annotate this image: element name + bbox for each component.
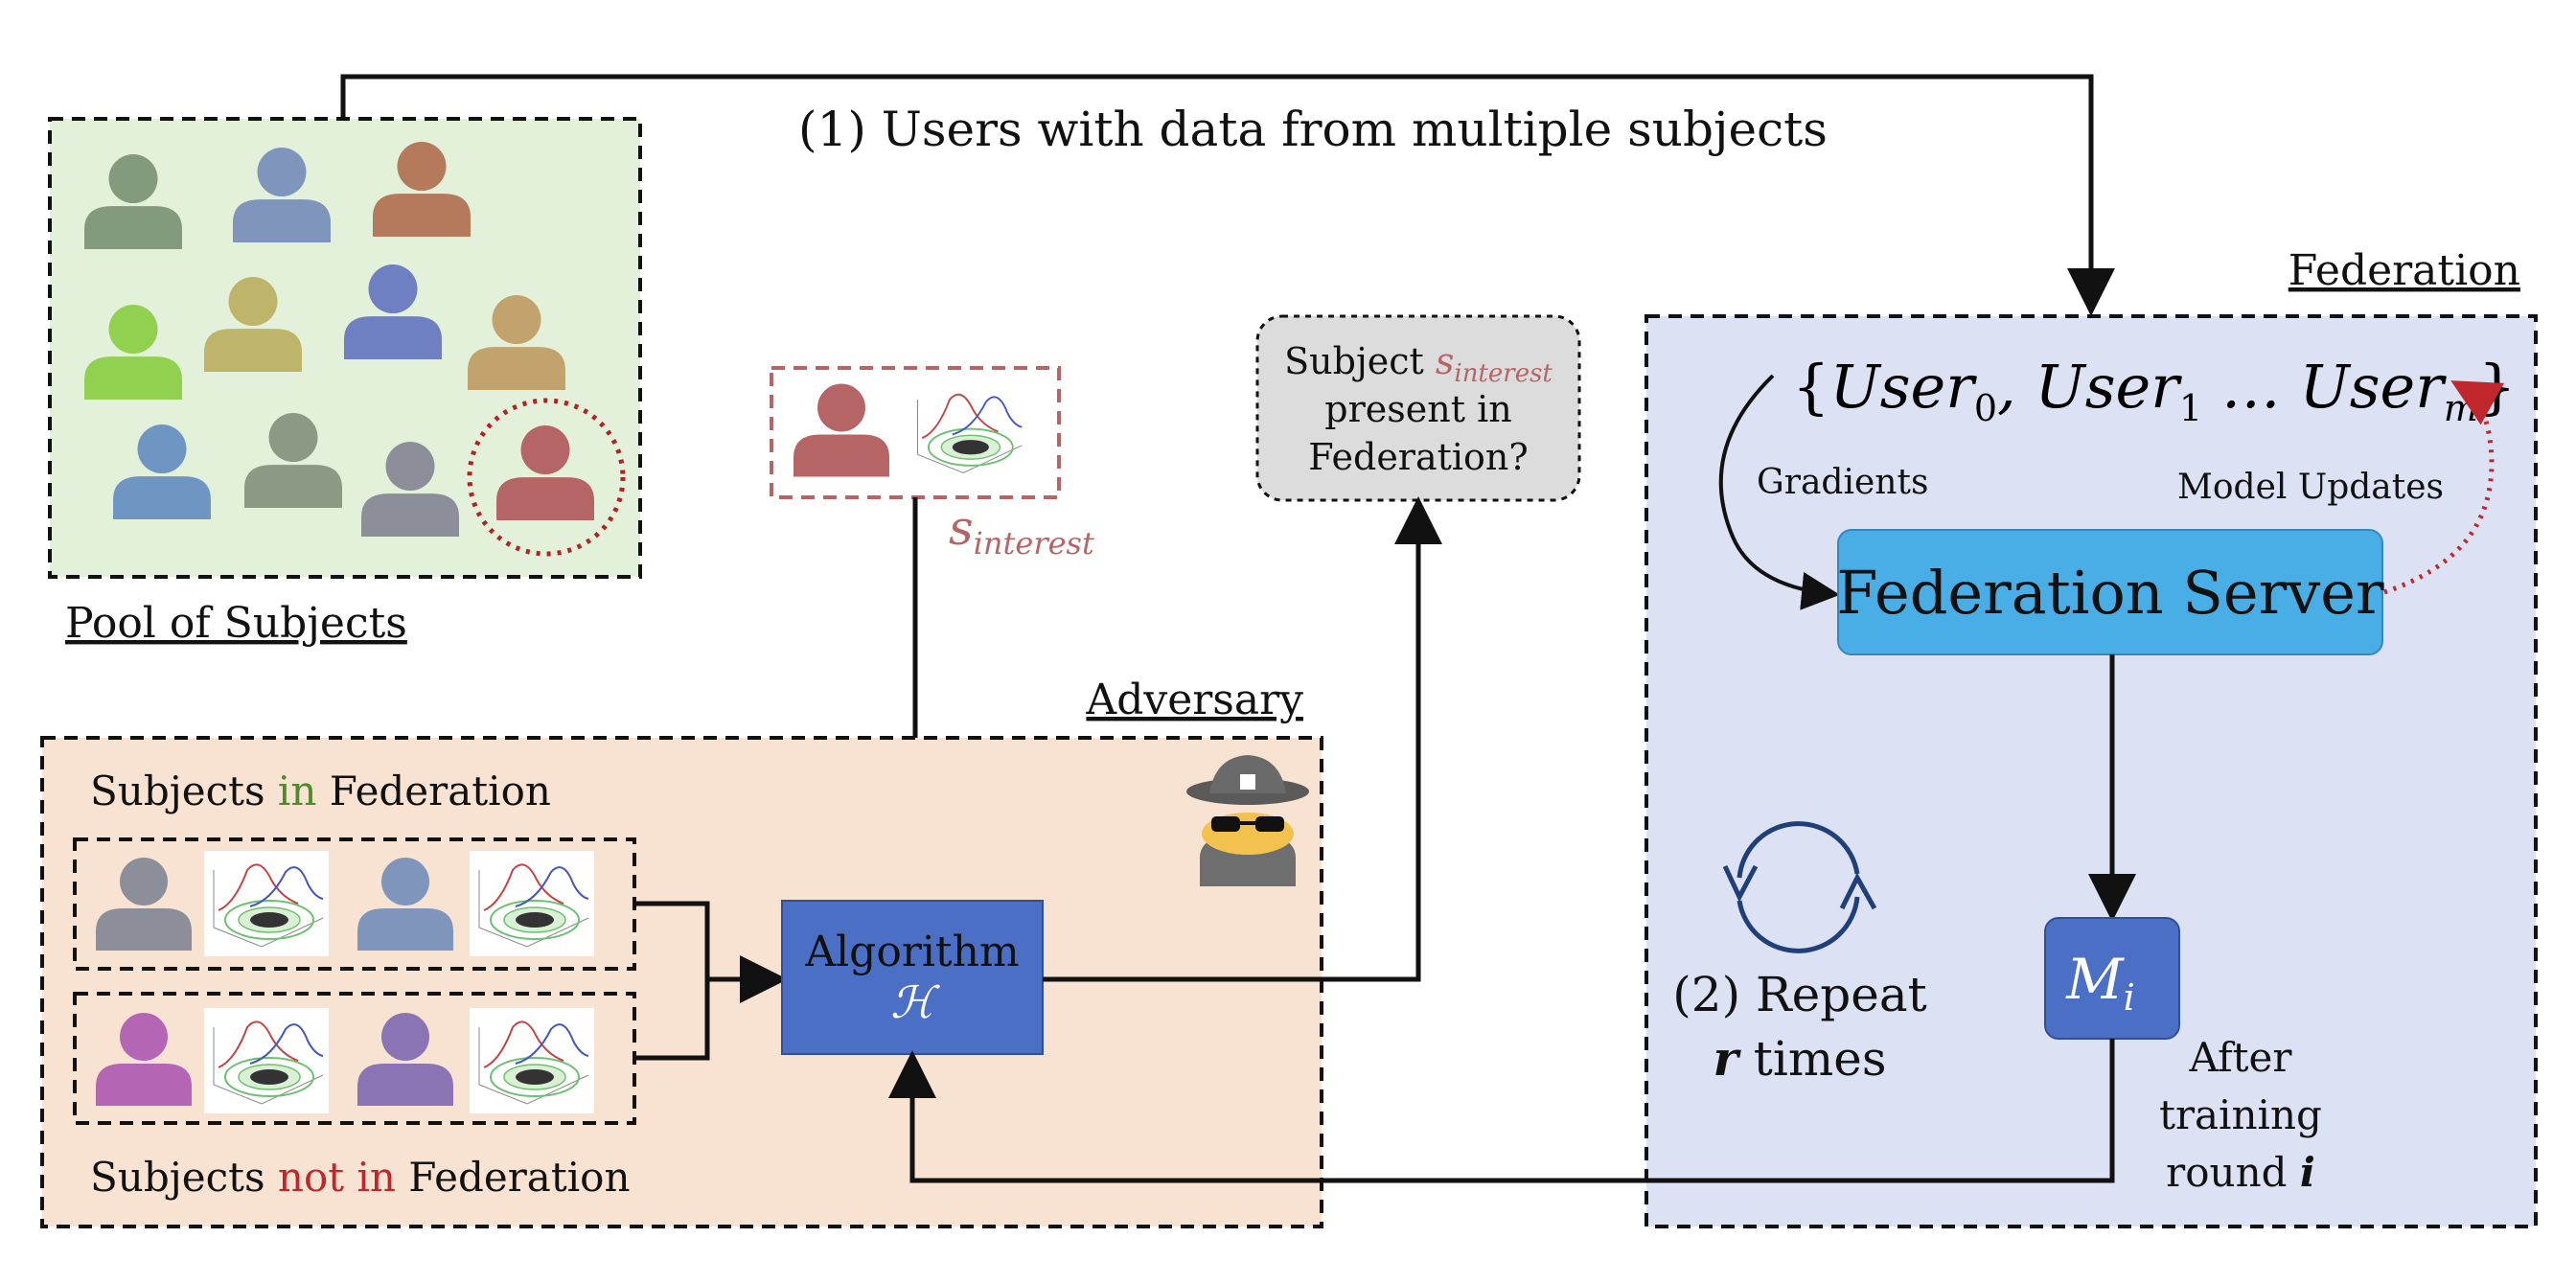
top-label: (1) Users with data from multiple subjec… (798, 102, 1828, 157)
gradients-label: Gradients (1757, 463, 1928, 502)
after-line2: training (2159, 1091, 2322, 1138)
interest-data-plot (907, 381, 1029, 482)
connector-in-to-algorithm (634, 901, 710, 979)
pool-caption: Pool of Subjects (65, 599, 407, 648)
federation-box (1644, 314, 2538, 1228)
question-line2: present in (1324, 388, 1511, 430)
adversary-spy-icon (1186, 755, 1309, 886)
adversary-title: Adversary (1085, 676, 1303, 724)
users-set: {User0, User1 … Userm} (1792, 352, 2516, 429)
model-updates-label: Model Updates (2177, 468, 2444, 507)
notin-subject-2-plot (470, 1008, 594, 1113)
interest-label: sinterest (949, 500, 1094, 562)
interest-highlight-circle (467, 398, 626, 557)
federation-server-label: Federation Server (1836, 558, 2384, 628)
algorithm-symbol: ℋ (890, 976, 940, 1028)
connector-pool-to-federation (340, 74, 2115, 316)
repeat-line1: (2) Repeat (1672, 967, 1926, 1022)
subjects-in-label: Subjects in Federation (90, 768, 551, 814)
algorithm-label: Algorithm (804, 928, 1019, 976)
in-subject-1-plot (204, 851, 329, 956)
after-line1: After (2189, 1034, 2293, 1081)
federation-title: Federation (2288, 246, 2520, 295)
connector-model-to-algorithm (888, 1039, 2115, 1183)
adversary-box (40, 736, 1323, 1228)
subjects-notin-label: Subjects not in Federation (90, 1154, 631, 1201)
in-subject-2-plot (470, 851, 594, 956)
after-line3: round i (2166, 1149, 2315, 1196)
gradients-arrow (1718, 374, 1840, 610)
algorithm-box (781, 900, 1044, 1055)
connector-notin-to-algorithm (634, 979, 710, 1061)
question-line3: Federation? (1308, 436, 1529, 478)
question-line1: Subject sinterest (1284, 340, 1552, 388)
model-label: Mi (2065, 947, 2135, 1019)
question-box (1255, 314, 1581, 502)
connector-algorithm-to-question (1043, 496, 1442, 982)
notin-subject-1-plot (204, 1008, 329, 1113)
repeat-cycle-icon (1722, 821, 1877, 953)
repeat-line2: r times (1714, 1030, 1887, 1087)
model-updates-arrow (2383, 380, 2505, 595)
